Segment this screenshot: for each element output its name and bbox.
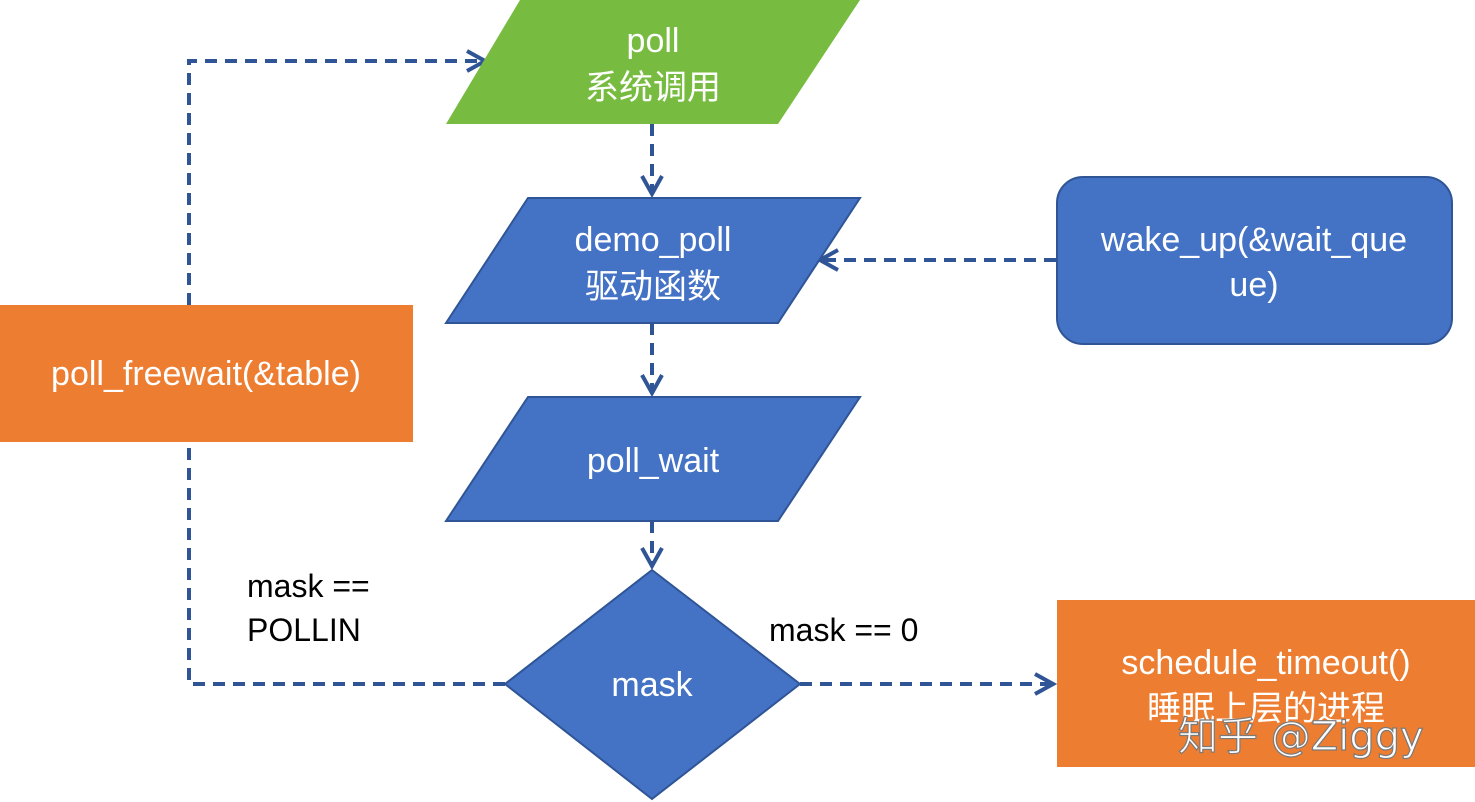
poll-freewait-label: poll_freewait(&table) <box>51 355 361 393</box>
schedule-timeout-node <box>1057 600 1475 767</box>
mask-decision-label: mask <box>611 666 693 704</box>
poll-wait-label: poll_wait <box>587 442 720 480</box>
schedule-timeout-label: schedule_timeout() <box>1121 644 1410 682</box>
demo-poll-sublabel: 驱动函数 <box>585 268 721 306</box>
wake-up-label: wake_up(&wait_que <box>1100 221 1407 259</box>
poll-freewait-node <box>0 305 413 442</box>
demo-poll-label: demo_poll <box>575 221 732 259</box>
edge-mask-to-poll-freewait <box>187 443 505 686</box>
demo-poll-node <box>444 197 862 324</box>
mask-zero-label: mask == 0 <box>769 612 918 648</box>
watermark: 知乎 @Ziggy <box>1178 714 1424 760</box>
mask-pollin-label: mask == <box>247 568 370 604</box>
poll-wait-node <box>444 396 862 522</box>
edge-poll-freewait-to-poll <box>187 61 485 305</box>
mask-decision-node <box>503 568 802 801</box>
poll-syscall-sublabel: 系统调用 <box>585 69 721 107</box>
poll-syscall-label: poll <box>627 22 680 60</box>
poll-syscall-node <box>446 0 860 124</box>
mask-pollin-label-cont: POLLIN <box>247 612 361 648</box>
schedule-timeout-sublabel: 睡眠上层的进程 <box>1147 690 1385 728</box>
wake-up-node <box>1056 176 1453 345</box>
wake-up-label-cont: ue) <box>1229 266 1278 304</box>
